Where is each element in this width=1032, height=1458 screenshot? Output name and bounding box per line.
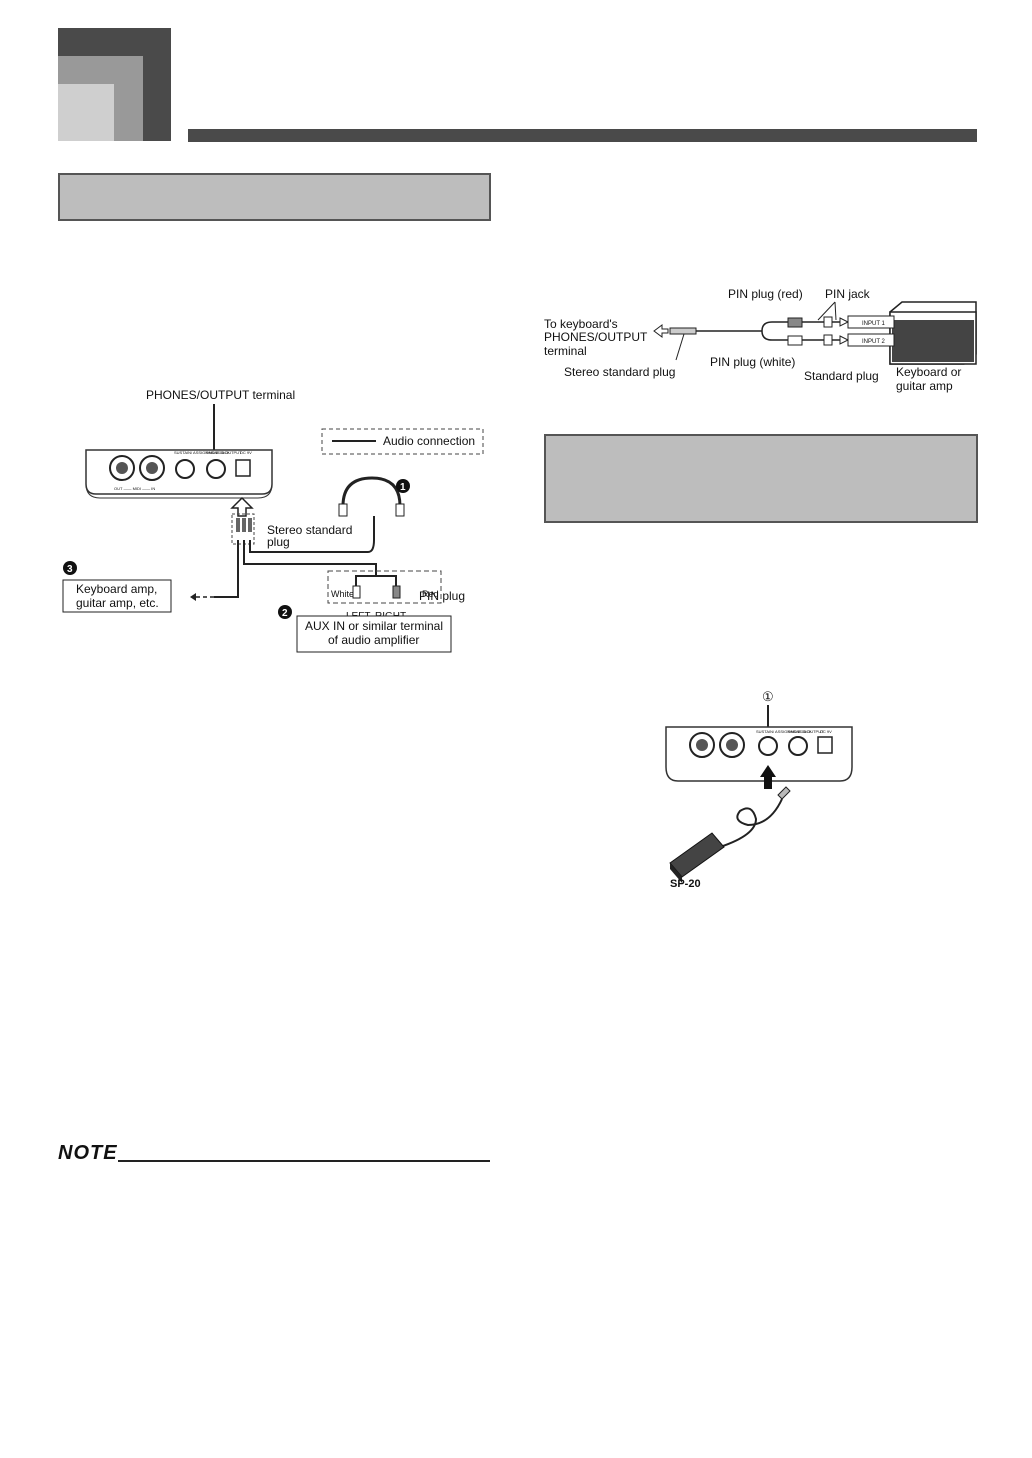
aux-in-label-2: of audio amplifier <box>328 633 419 647</box>
stereo-standard-plug-label-2: plug <box>267 535 290 549</box>
pin-plug-label: PIN plug <box>419 589 465 603</box>
svg-text:PHONES/ OUTPUT: PHONES/ OUTPUT <box>206 450 242 455</box>
audio-connection-diagram: PHONES/OUTPUT terminal Audio connection … <box>62 388 484 653</box>
section-heading-box-right <box>544 434 978 523</box>
svg-text:PHONES/ OUTPUT: PHONES/ OUTPUT <box>788 729 824 734</box>
svg-text:SUSTAIN/ ASSIGNABLE JACK: SUSTAIN/ ASSIGNABLE JACK <box>174 450 230 455</box>
svg-text:OUT —— MIDI —— IN: OUT —— MIDI —— IN <box>114 486 155 491</box>
pin-jack-label: PIN jack <box>825 287 871 301</box>
amp-label-2: guitar amp <box>896 379 953 393</box>
aux-in-label-1: AUX IN or similar terminal <box>305 619 443 633</box>
to-keyboard-label-1: To keyboard's <box>544 317 618 331</box>
note-heading: NOTE <box>58 1142 118 1164</box>
corner-decoration-light <box>58 84 114 141</box>
jack-marker: ① <box>762 689 774 704</box>
keyboard-amp-label-2: guitar amp, etc. <box>76 596 159 610</box>
to-keyboard-label-3: terminal <box>544 344 587 358</box>
amp-connection-diagram: PIN plug (red) PIN jack To keyboard's PH… <box>544 287 977 393</box>
stereo-standard-plug-label-1: Stereo standard <box>267 523 352 537</box>
legend-audio-connection: Audio connection <box>383 434 475 448</box>
svg-text:SUSTAIN/ ASSIGNABLE JACK: SUSTAIN/ ASSIGNABLE JACK <box>756 729 812 734</box>
white-label: White <box>331 589 354 599</box>
pin-plug-white-label: PIN plug (white) <box>710 355 795 369</box>
svg-text:INPUT 1: INPUT 1 <box>862 321 886 327</box>
phones-output-terminal-label: PHONES/OUTPUT terminal <box>146 388 295 402</box>
pedal-label: SP-20 <box>670 878 701 890</box>
stereo-standard-plug-label: Stereo standard plug <box>564 365 675 379</box>
badge-2: 2 <box>282 608 288 619</box>
header-rule <box>188 129 977 142</box>
svg-text:DC 9V: DC 9V <box>240 450 252 455</box>
svg-text:DC 9V: DC 9V <box>820 729 832 734</box>
standard-plug-label: Standard plug <box>804 369 879 383</box>
badge-3: 3 <box>67 564 73 575</box>
red-label: Red <box>422 589 439 599</box>
pin-plug-red-label: PIN plug (red) <box>728 287 803 301</box>
badge-1: 1 <box>400 482 406 493</box>
amp-label-1: Keyboard or <box>896 365 961 379</box>
pedal-connection-diagram: ① SUSTAIN/ ASSIGNABLE JACK PHONES/ OUTPU… <box>665 689 853 890</box>
section-heading-box-left <box>58 173 491 221</box>
svg-text:INPUT 2: INPUT 2 <box>862 339 886 345</box>
note-rule <box>118 1160 490 1162</box>
to-keyboard-label-2: PHONES/OUTPUT <box>544 330 648 344</box>
keyboard-amp-label-1: Keyboard amp, <box>76 582 157 596</box>
